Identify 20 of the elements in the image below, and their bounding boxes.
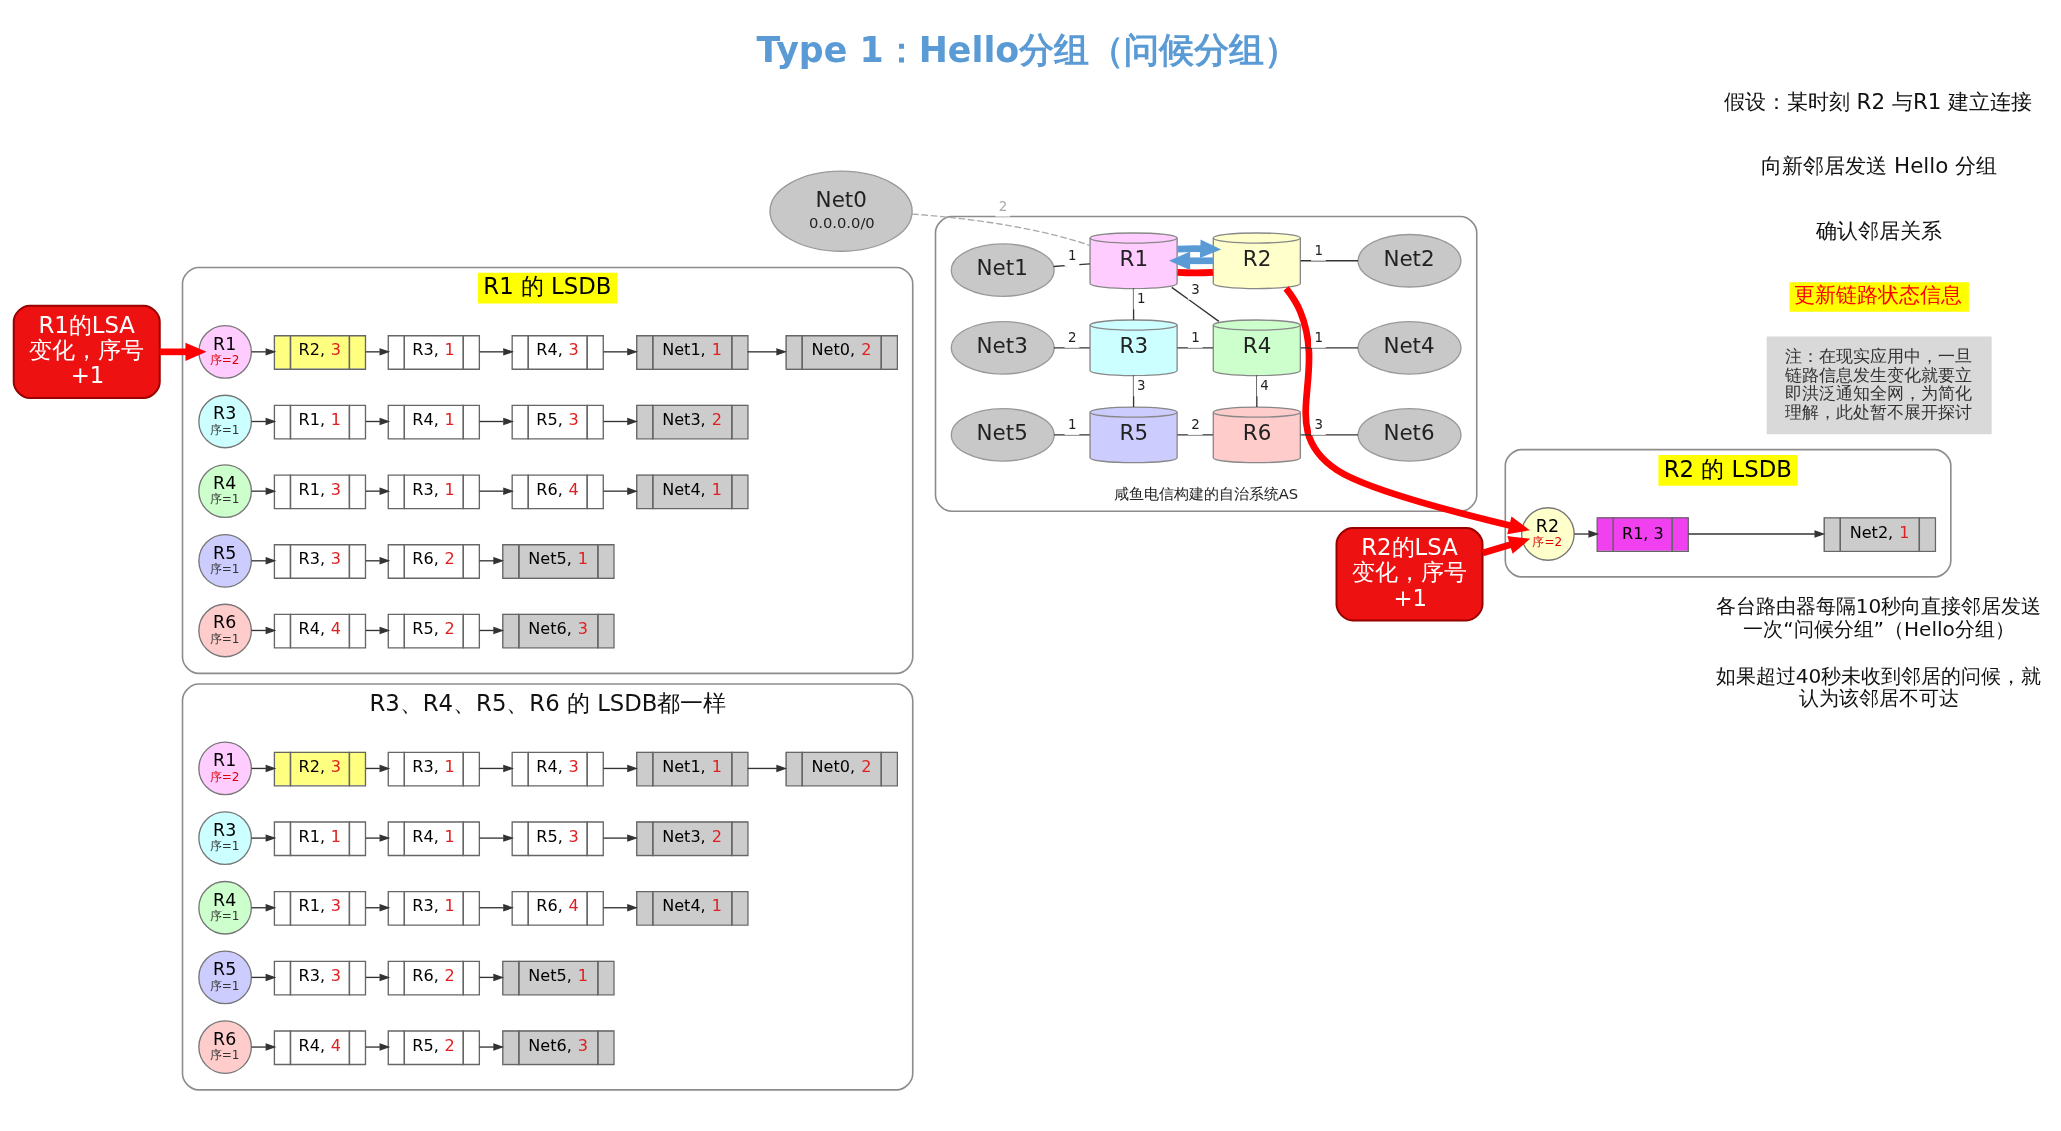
edge-label: 4 — [1260, 378, 1269, 394]
edge-label: 2 — [1191, 416, 1200, 432]
edge-label: 2 — [998, 198, 1008, 214]
edge-label: 2 — [1067, 329, 1077, 345]
label: 确认邻居关系 — [1815, 217, 1942, 243]
edge-label: 1 — [1136, 291, 1146, 307]
label: 如果超过40秒未收到邻居的问候，就认为该邻居不可达 — [1715, 663, 2042, 711]
edge-label: 1 — [1067, 416, 1077, 432]
label: 各台路由器每隔10秒向直接邻居发送一次“问候分组”（Hello分组） — [1715, 594, 2042, 641]
edge-label: 1 — [1191, 329, 1200, 345]
label: 向新邻居发送 Hello 分组 — [1761, 153, 1998, 179]
edge-label: 1 — [1314, 329, 1323, 345]
edge-label: 3 — [1136, 378, 1146, 394]
edge-label: 3 — [1314, 416, 1323, 432]
diagram-title: Type 1：Hello分组（问候分组） — [756, 30, 1300, 71]
edge-label: 3 — [1191, 281, 1200, 297]
edge-label: 1 — [1067, 248, 1077, 264]
edge-label: 1 — [1314, 242, 1323, 258]
label: 假设：某时刻 R2 与R1 建立连接 — [1723, 89, 2033, 115]
label: 更新链路状态信息 — [1794, 282, 1963, 308]
